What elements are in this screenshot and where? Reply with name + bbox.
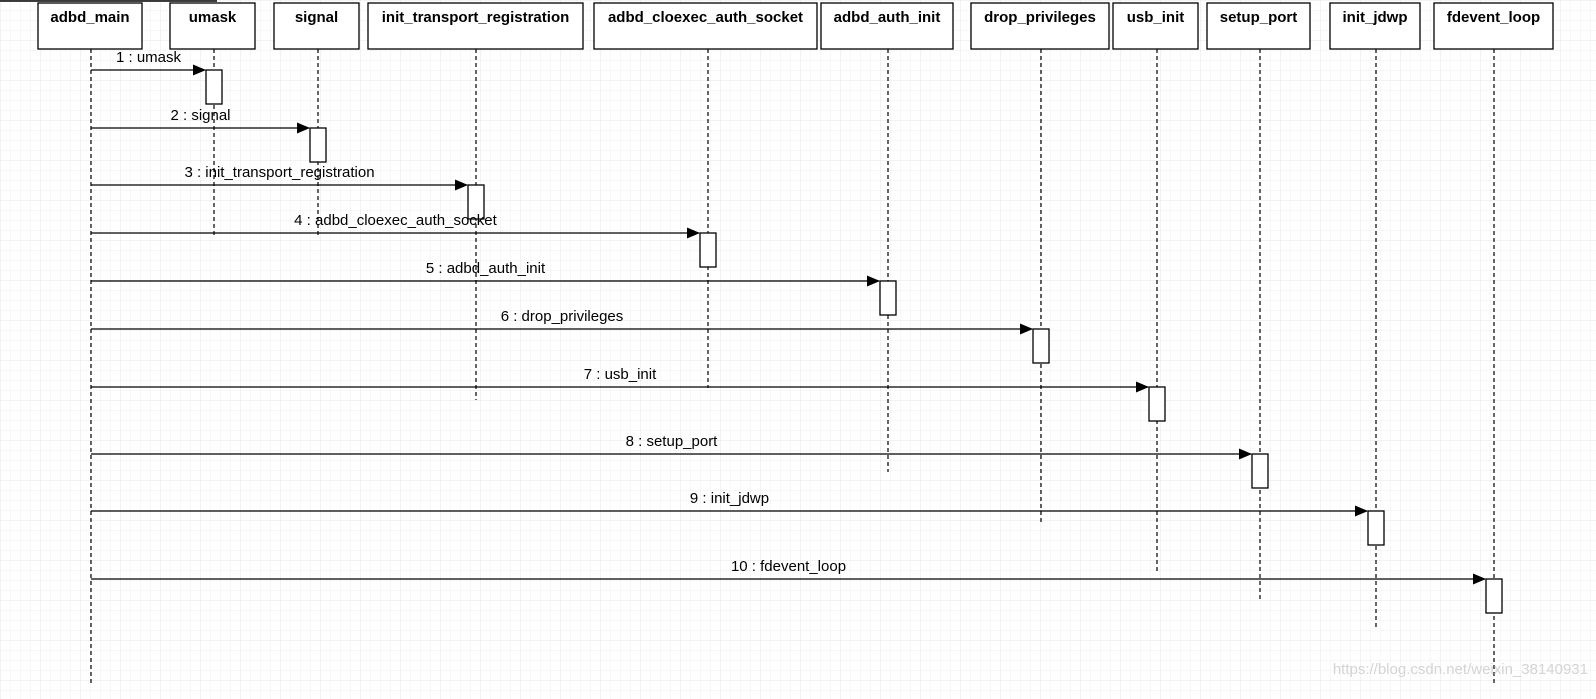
participant-label: fdevent_loop: [1447, 9, 1540, 26]
participant-label: init_jdwp: [1343, 9, 1408, 26]
activation-bar-init_jdwp: [1367, 510, 1385, 546]
message-label: 5 : adbd_auth_init: [426, 260, 546, 277]
participant-box: [1112, 2, 1199, 50]
message-label: 9 : init_jdwp: [690, 490, 769, 507]
message-label: 7 : usb_init: [584, 366, 657, 383]
participant-label: adbd_cloexec_auth_socket: [608, 9, 803, 26]
activation-bar-setup_port: [1251, 453, 1269, 489]
arrowhead-icon: [1239, 448, 1252, 460]
participant-box: [169, 2, 256, 50]
participant-fdevent_loop: fdevent_loop: [1433, 2, 1554, 50]
participant-adbd_cloexec_auth_socket: adbd_cloexec_auth_socket: [593, 2, 818, 50]
activation-bar-signal: [309, 127, 327, 163]
message-4: 4 : adbd_cloexec_auth_socket: [91, 212, 700, 239]
message-label: 10 : fdevent_loop: [731, 558, 846, 575]
participant-label: setup_port: [1220, 9, 1298, 26]
activation-bar-init_transport_registration: [467, 184, 485, 220]
arrowhead-icon: [1473, 573, 1486, 585]
message-10: 10 : fdevent_loop: [91, 558, 1486, 585]
participant-box: [273, 2, 360, 50]
participant-adbd_main: adbd_main: [37, 2, 143, 50]
participant-init_jdwp: init_jdwp: [1329, 2, 1421, 50]
activation-bar-adbd_cloexec_auth_socket: [699, 232, 717, 268]
activation-bar-adbd_auth_init: [879, 280, 897, 316]
participant-box: [1206, 2, 1311, 50]
arrowhead-icon: [297, 122, 310, 134]
participant-label: signal: [295, 9, 338, 26]
participant-box: [367, 2, 584, 50]
arrowhead-icon: [867, 275, 880, 287]
arrowhead-icon: [1020, 323, 1033, 335]
message-label: 3 : init_transport_registration: [184, 164, 374, 181]
participant-box: [1433, 2, 1554, 50]
participant-label: adbd_auth_init: [834, 9, 941, 26]
participant-setup_port: setup_port: [1206, 2, 1311, 50]
participant-drop_privileges: drop_privileges: [970, 2, 1110, 50]
participant-adbd_auth_init: adbd_auth_init: [820, 2, 954, 50]
message-3: 3 : init_transport_registration: [91, 164, 468, 191]
message-5: 5 : adbd_auth_init: [91, 260, 880, 287]
participant-init_transport_registration: init_transport_registration: [367, 2, 584, 50]
message-label: 8 : setup_port: [626, 433, 719, 450]
arrowhead-icon: [1136, 381, 1149, 393]
participant-signal: signal: [273, 2, 360, 50]
participant-label: drop_privileges: [984, 9, 1096, 26]
message-label: 2 : signal: [170, 107, 230, 124]
participant-box: [593, 2, 818, 50]
activation-bar-umask: [205, 69, 223, 105]
arrowhead-icon: [193, 64, 206, 76]
message-2: 2 : signal: [91, 107, 310, 134]
message-6: 6 : drop_privileges: [91, 308, 1033, 335]
arrowhead-icon: [455, 179, 468, 191]
message-7: 7 : usb_init: [91, 366, 1149, 393]
message-8: 8 : setup_port: [91, 433, 1252, 460]
participant-label: umask: [189, 9, 237, 26]
message-label: 1 : umask: [116, 49, 182, 66]
arrowhead-icon: [687, 227, 700, 239]
participant-box: [820, 2, 954, 50]
participant-usb_init: usb_init: [1112, 2, 1199, 50]
participant-umask: umask: [169, 2, 256, 50]
participant-box: [970, 2, 1110, 50]
participant-label: adbd_main: [50, 9, 129, 26]
activation-bar-drop_privileges: [1032, 328, 1050, 364]
message-1: 1 : umask: [91, 49, 206, 76]
participant-label: usb_init: [1127, 9, 1185, 26]
message-label: 4 : adbd_cloexec_auth_socket: [294, 212, 497, 229]
participant-box: [37, 2, 143, 50]
arrowhead-icon: [1355, 505, 1368, 517]
message-9: 9 : init_jdwp: [91, 490, 1368, 517]
activation-bar-fdevent_loop: [1485, 578, 1503, 614]
participant-box: [1329, 2, 1421, 50]
participant-label: init_transport_registration: [382, 9, 570, 26]
message-label: 6 : drop_privileges: [501, 308, 624, 325]
activation-bar-usb_init: [1148, 386, 1166, 422]
watermark-text: https://blog.csdn.net/weixin_38140931: [1333, 661, 1588, 678]
